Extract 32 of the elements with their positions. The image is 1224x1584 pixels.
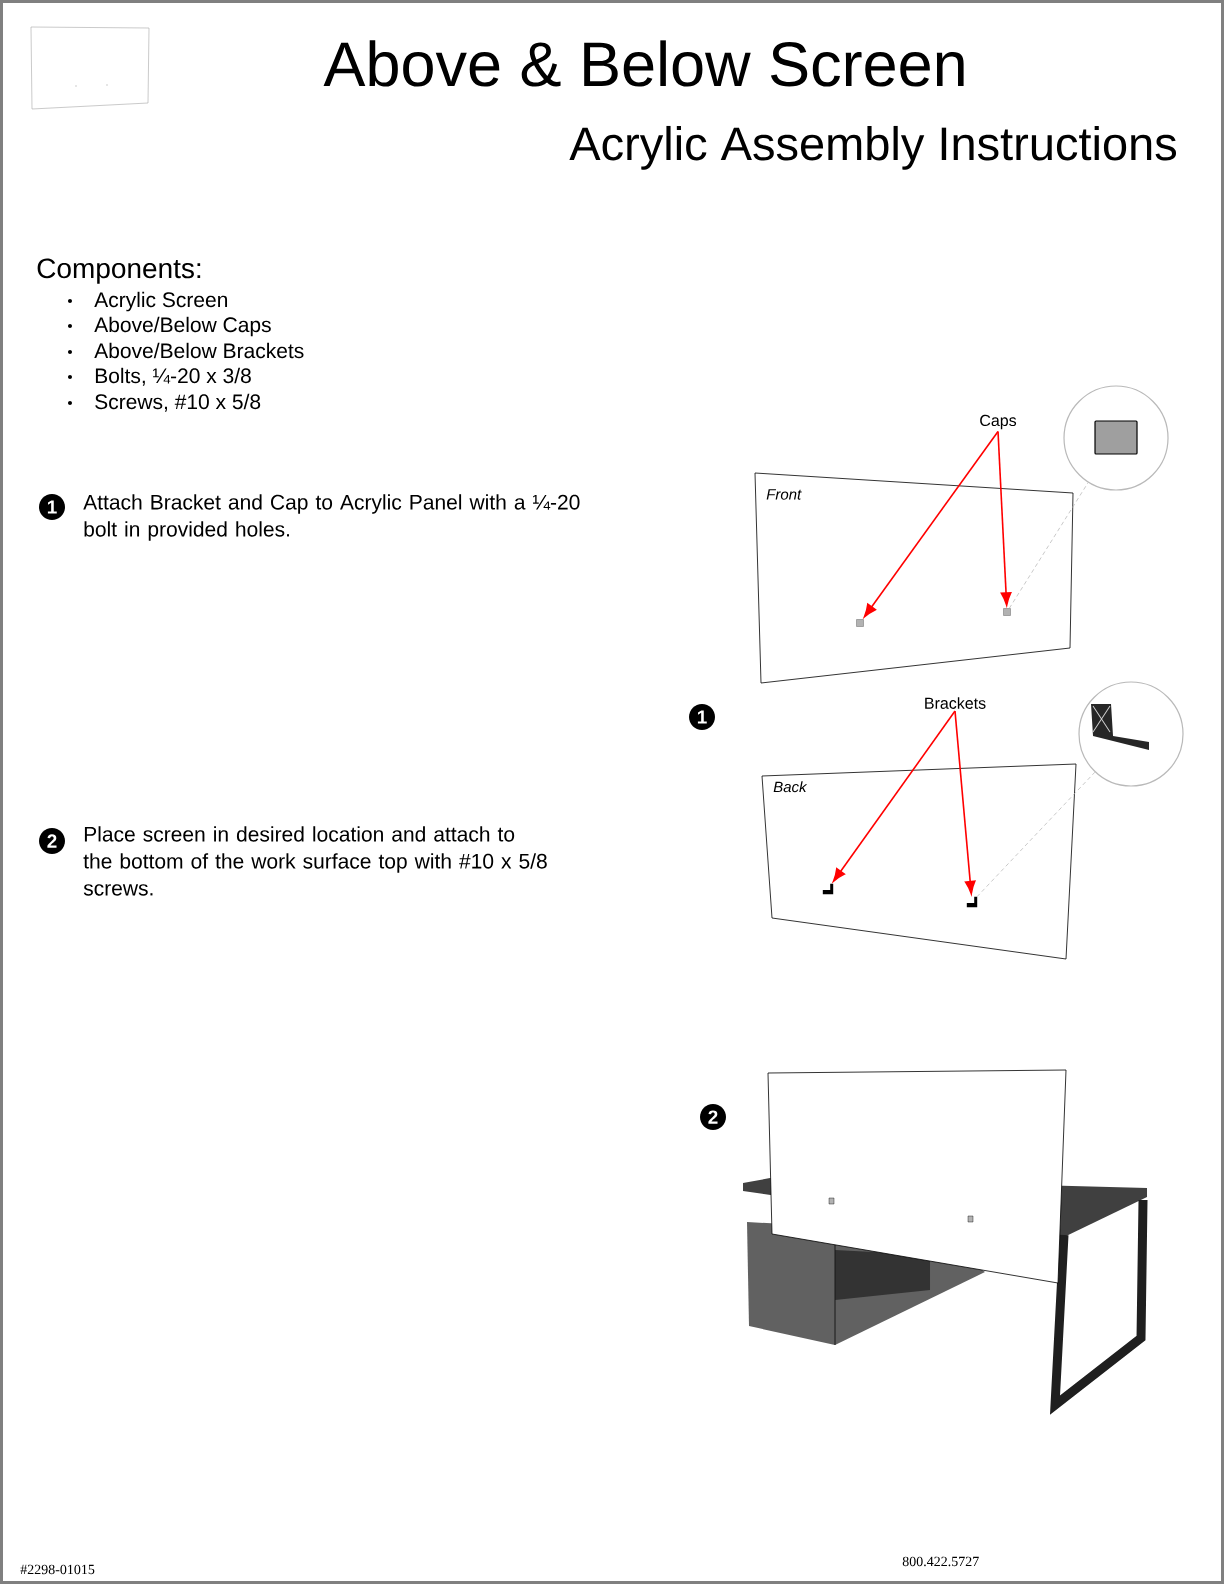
step-text: Attach Bracket and Cap to Acrylic Panel with a ¼-20 bolt in provided holes. (83, 494, 580, 541)
title: Above & Below Screen (323, 40, 964, 87)
panel-drawing: Front (754, 472, 1074, 684)
bracket (822, 883, 834, 895)
list-item: Above/Below Caps (94, 316, 271, 337)
step-number: 1 (39, 494, 65, 520)
heading: Components: (37, 258, 201, 284)
step-number: 2 (39, 828, 65, 854)
step-number: 1 (689, 704, 715, 730)
panel-drawing: Back (761, 763, 1077, 960)
leader-line (976, 771, 1096, 898)
cap (1003, 608, 1011, 616)
list-item: Screws, #10 x 5/8 (95, 393, 261, 412)
zoom-circle (1078, 681, 1184, 787)
list-item: Bolts, ¼-20 x 3/8 (95, 367, 251, 386)
bracket (966, 896, 978, 908)
subtitle: Acrylic Assembly Instructions (569, 125, 1176, 170)
cap (856, 619, 864, 627)
part-number: #2298-01015 (20, 1564, 95, 1575)
callout-label: Caps (980, 414, 1017, 430)
leader-line (1008, 482, 1089, 609)
zoom-circle (1063, 385, 1169, 491)
arrow (954, 710, 976, 895)
arrow (832, 710, 956, 882)
step-text: Place screen in desired location and attach to the bottom of the work surface top with #10 x 5/8 screws. (83, 826, 547, 896)
callout-label: Brackets (925, 697, 986, 709)
arrow (863, 430, 999, 618)
list-item: Acrylic Screen (94, 291, 227, 312)
list-item: Above/Below Brackets (94, 342, 304, 359)
phone-number: 800.422.5727 (902, 1556, 979, 1567)
arrow (997, 430, 1012, 606)
step-number: 2 (700, 1104, 726, 1130)
